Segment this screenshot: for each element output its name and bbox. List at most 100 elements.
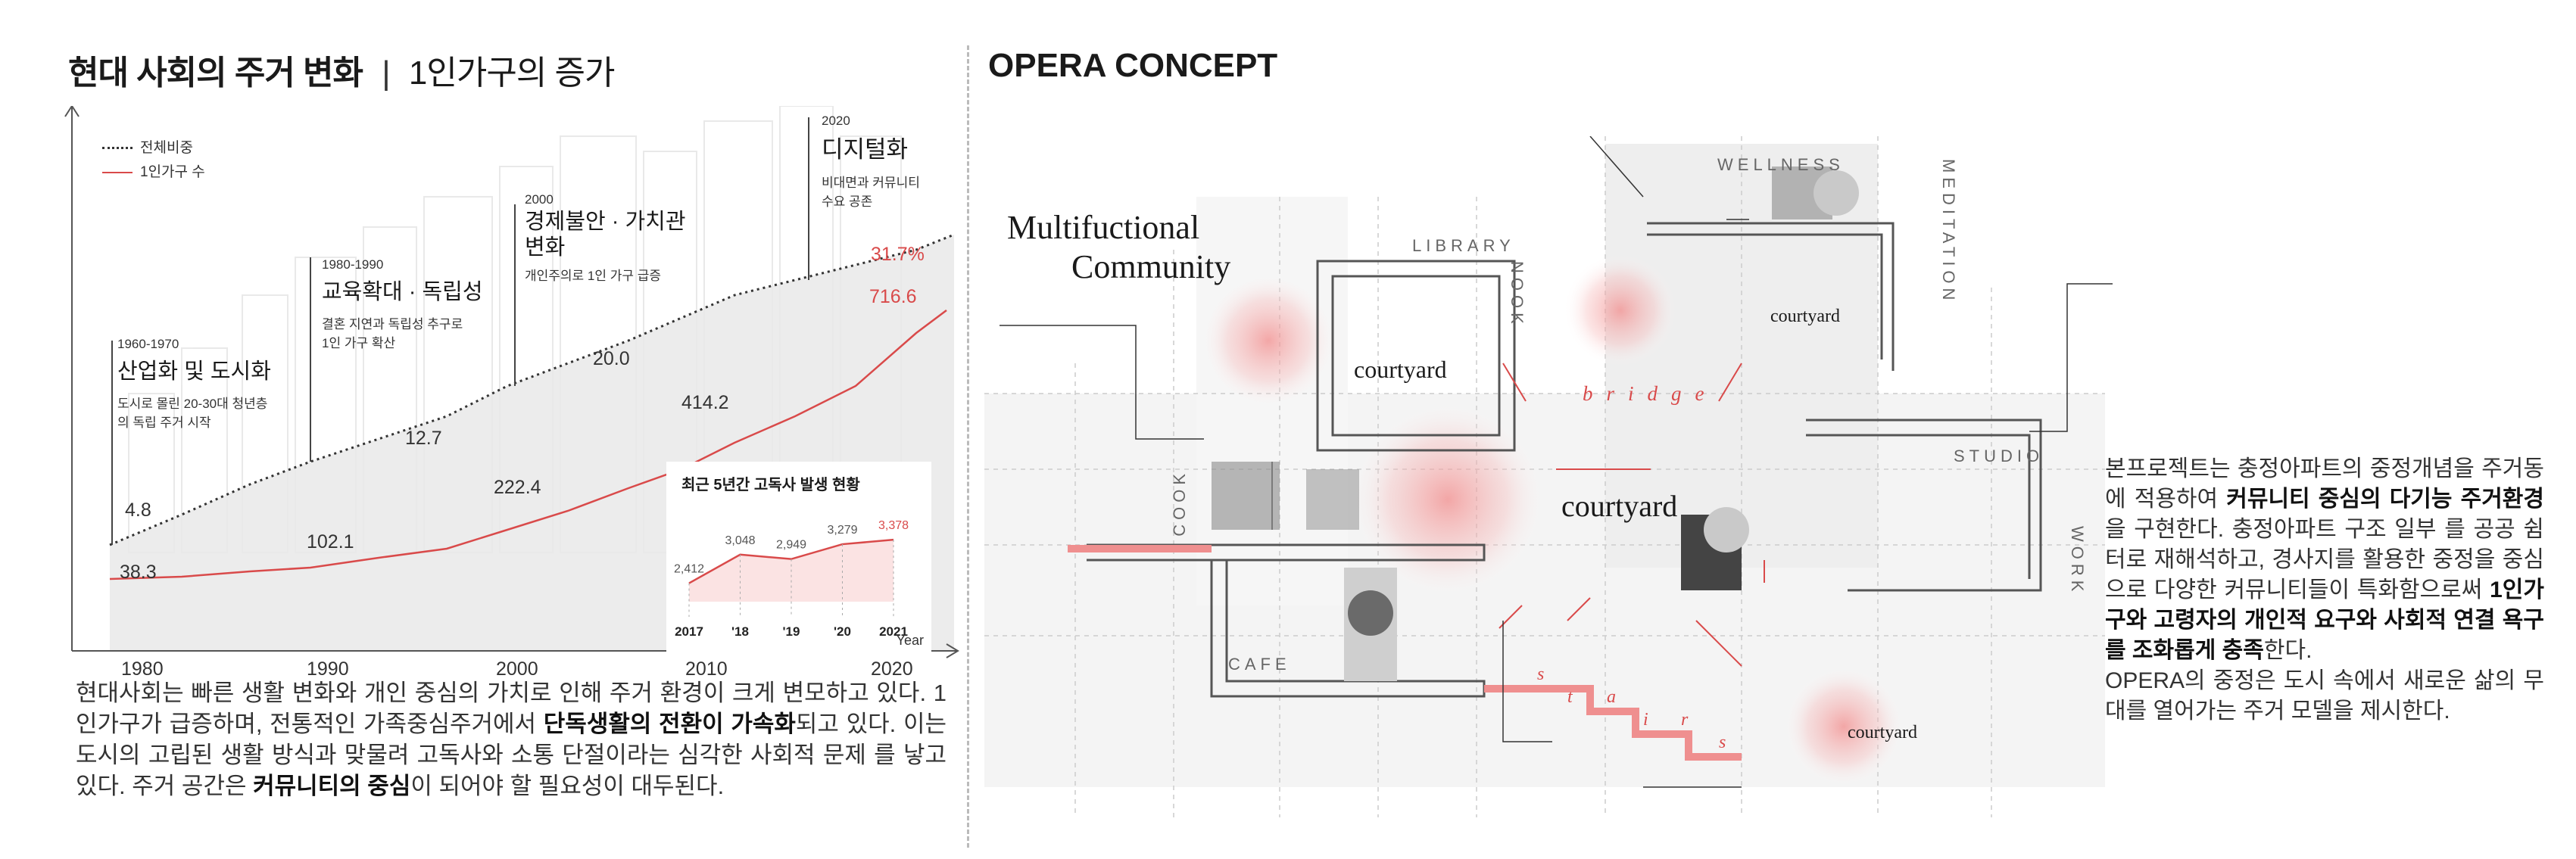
era-period: 2000 — [525, 192, 554, 207]
era-title: 디지털화 — [822, 136, 909, 163]
era-1960: 1960-1970 산업화 및 도시화 도시로 몰린 20-30대 청년층 의 … — [117, 337, 271, 431]
inset-chart: 2,412 2017 3,048 '18 2,949 '19 3,279 '20 3,378 20… — [674, 519, 909, 639]
x-tick: 2010 — [685, 658, 728, 680]
inset-value-label: 3,048 — [725, 534, 755, 547]
era-period: 1980-1990 — [322, 257, 384, 272]
x-tick: 2020 — [871, 658, 913, 680]
paragraph-text: 되고 있다. 이는 도시의 고립된 생활 방식과 맞물려 고독사와 소통 단절이… — [76, 711, 947, 799]
intro-paragraph: 현대사회는 빠른 생활 변화와 개인 중심의 가치로 인해 주거 환경이 크게 … — [76, 677, 947, 801]
connector-arrows — [1499, 363, 1765, 667]
zone-cafe: CAFE — [1228, 655, 1291, 674]
x-tick: 1980 — [121, 658, 164, 680]
paragraph-emphasis: 커뮤니티의 중심 — [253, 773, 411, 799]
lonely-death-inset: 최근 5년간 고독사 발생 현황 2,412 2017 3,048 '18 2,949 '… — [666, 462, 931, 658]
zone-wellness: WELLNESS — [1717, 155, 1845, 174]
zone-nook: NOOK — [1508, 261, 1527, 328]
inset-value-label: 3,279 — [827, 524, 857, 537]
multifunctional-title: Multifuctional Community — [1007, 208, 1230, 287]
era-desc: 결혼 지연과 독립성 추구로 — [322, 317, 463, 331]
section-title: 현대 사회의 주거 변화 — [68, 54, 363, 92]
paragraph-emphasis: 단독생활의 전환이 가속화 — [543, 711, 796, 737]
era-desc: 도시로 몰린 20-30대 청년층 — [117, 397, 268, 411]
count-label: 414.2 — [681, 392, 729, 413]
inset-category-label: '18 — [731, 624, 749, 639]
figures — [1212, 167, 1859, 681]
legend-ratio-label: 전체비중 — [140, 140, 193, 156]
era-desc: 1인 가구 확산 — [322, 336, 396, 350]
diagram-title-line2: Community — [1071, 248, 1231, 285]
count-label: 38.3 — [120, 562, 157, 583]
paragraph-text: 본프로젝트는 충정아파트의 중정개념을 주거동에 적용하여 — [2105, 456, 2544, 512]
stairs-letter: t — [1567, 687, 1573, 707]
stairs-letter: s — [1719, 733, 1726, 752]
era-desc: 비대면과 커뮤니티 — [822, 176, 920, 190]
era-desc: 수요 공존 — [822, 195, 873, 209]
courtyard-wellness: courtyard — [1770, 307, 1840, 326]
building-frames — [1087, 222, 2042, 698]
inset-category-label: 2017 — [675, 624, 703, 639]
title-separator: | — [382, 54, 390, 92]
zone-work: WORK — [2068, 526, 2087, 596]
stairs-letter: r — [1681, 710, 1689, 730]
ratio-label: 12.7 — [405, 428, 442, 449]
stairs-letter: a — [1607, 687, 1616, 707]
stairs-label: s t a i r s — [1537, 664, 1734, 752]
inset-value-label: 3,378 — [878, 519, 909, 532]
inset-x-label: Year — [896, 633, 924, 648]
panel-divider — [967, 45, 969, 848]
era-2000: 2000 경제불안 · 가치관 변화 개인주의로 1인 가구 급증 — [525, 192, 699, 284]
inset-category-label: '20 — [834, 624, 851, 639]
household-count-line — [109, 310, 947, 580]
era-desc: 의 독립 주거 시작 — [117, 415, 211, 430]
ratio-line-dotted — [109, 233, 955, 546]
courtyard-stairs: courtyard — [1848, 723, 1917, 742]
section-subtitle: 1인가구의 증가 — [408, 54, 616, 92]
courtyard-glow — [1564, 254, 1677, 367]
paragraph-text: 이 되어야 할 필요성이 대두된다. — [410, 773, 725, 799]
count-label: 102.1 — [307, 531, 354, 552]
stairs-letter: i — [1643, 710, 1648, 730]
era-period: 1960-1970 — [117, 337, 179, 351]
page-title: 현대 사회의 주거 변화 | 1인가구의 증가 — [68, 45, 616, 94]
paragraph-text: OPERA의 중정은 도시 속에서 새로운 삶의 무대를 열어가는 주거 모델을… — [2105, 668, 2544, 724]
zone-studio: STUDIO — [1954, 447, 2044, 465]
paragraph-text: 을 구현한다. 충정아파트 구조 일부 를 공공 쉼터로 재해석하고, 경사지를… — [2105, 517, 2544, 602]
era-1980: 1980-1990 교육확대 · 독립성 결혼 지연과 독립성 추구로 1인 가… — [322, 257, 483, 351]
diagram-title-line1: Multifuctional — [1007, 209, 1200, 246]
ratio-label: 31.7% — [871, 244, 925, 265]
era-desc: 개인주의로 1인 가구 급증 — [525, 269, 662, 283]
paragraph-emphasis: 1인가구와 고령자의 개인적 요구와 사회적 연결 욕구를 조화롭게 충족 — [2105, 577, 2544, 663]
bridge-label: bridge — [1583, 382, 1718, 405]
count-label: 222.4 — [494, 477, 541, 498]
courtyard-glow — [1200, 272, 1336, 409]
red-swatch — [102, 171, 133, 173]
zone-library: LIBRARY — [1412, 236, 1515, 255]
paragraph-text: 현대사회는 빠른 생활 변화와 개인 중심의 가치로 인해 주거 환경이 크게 … — [76, 680, 947, 737]
y-axis-arrow — [64, 106, 80, 117]
paragraph-text: 한다. — [2263, 638, 2312, 663]
ratio-label: 4.8 — [125, 500, 151, 521]
era-title: 교육확대 · 독립성 — [322, 280, 483, 304]
inset-title: 최근 5년간 고독사 발생 현황 — [681, 477, 860, 493]
era-title: 경제불안 · 가치관 변화 — [525, 210, 686, 260]
count-label: 716.6 — [869, 286, 917, 307]
inset-category-label: '19 — [783, 624, 800, 639]
x-axis-arrow — [946, 643, 959, 658]
concept-title: OPERA CONCEPT — [988, 47, 1278, 84]
legend-count-label: 1인가구 수 — [140, 164, 205, 180]
accent-paths — [1068, 545, 1742, 761]
legend-count: 1인가구 수 — [102, 160, 205, 185]
inset-category-label: 2021 — [879, 624, 908, 639]
concept-paragraph: 본프로젝트는 충정아파트의 중정개념을 주거동에 적용하여 커뮤니티 중심의 다… — [2105, 454, 2544, 727]
ratio-label: 20.0 — [593, 348, 630, 369]
courtyard-library: courtyard — [1354, 356, 1447, 383]
courtyard-glow — [1783, 666, 1904, 787]
inset-value-label: 2,412 — [674, 563, 704, 576]
dotted-swatch — [102, 147, 133, 150]
inset-value-label: 2,949 — [776, 539, 806, 552]
chart-legend: 전체비중 1인가구 수 — [102, 136, 205, 185]
zone-cook: COOK — [1170, 469, 1189, 537]
era-period: 2020 — [822, 114, 850, 128]
era-2020: 2020 디지털화 비대면과 커뮤니티 수요 공존 — [822, 114, 920, 210]
stairs-letter: s — [1537, 664, 1545, 684]
